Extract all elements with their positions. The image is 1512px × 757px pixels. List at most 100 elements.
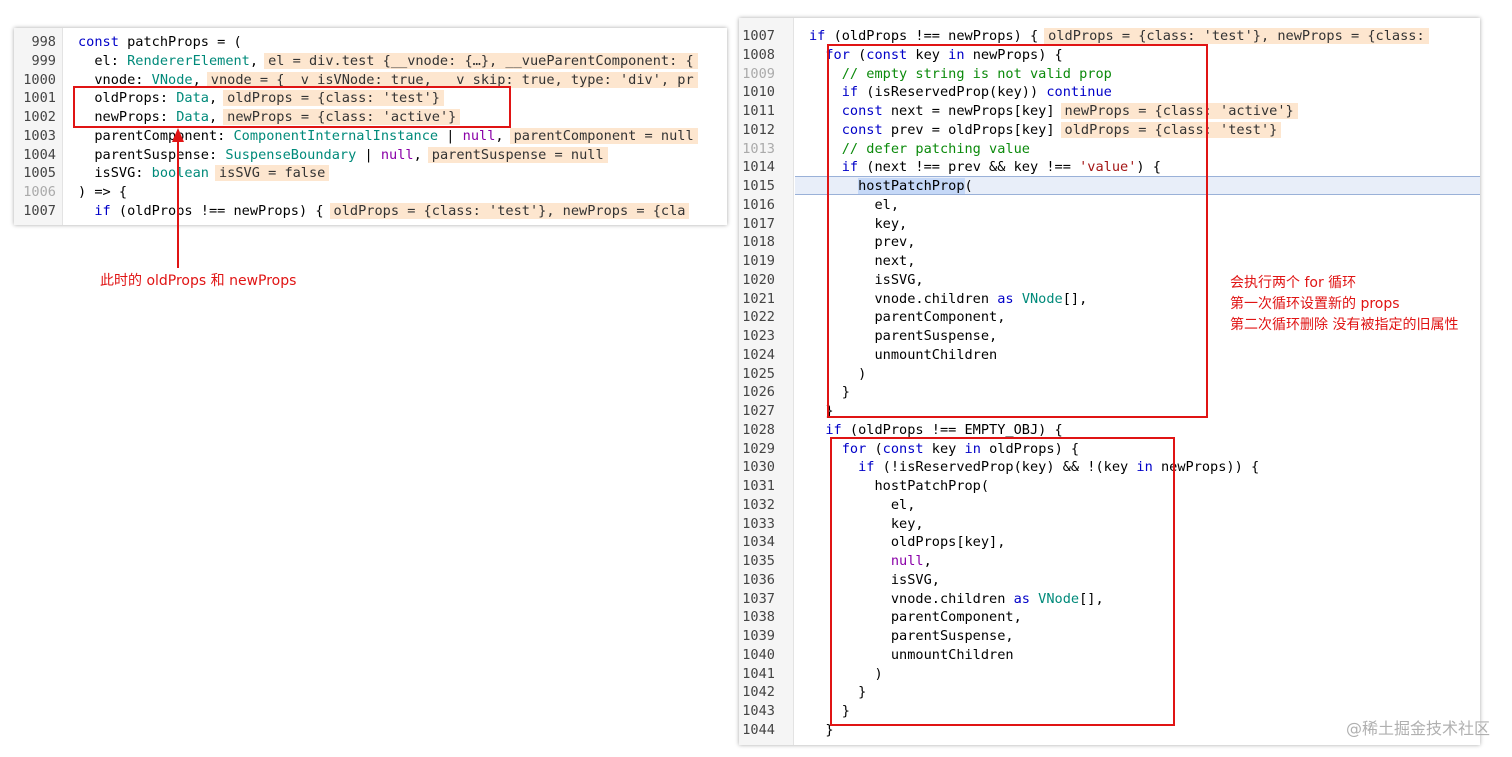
code-line: 1001 oldProps: Data,oldProps = {class: '…: [14, 89, 727, 108]
code-text[interactable]: parentSuspense,: [809, 627, 1014, 646]
code-text[interactable]: unmountChildren: [809, 646, 1014, 665]
code-text[interactable]: el: RendererElement,el = div.test {__vno…: [78, 52, 698, 71]
line-number[interactable]: 1023: [742, 328, 775, 344]
line-number[interactable]: 1028: [742, 421, 775, 438]
code-text[interactable]: null,: [809, 552, 932, 571]
line-number[interactable]: 1012: [742, 121, 775, 138]
line-number[interactable]: 1000: [23, 71, 56, 88]
code-text[interactable]: prev,: [809, 233, 915, 252]
line-number[interactable]: 1009: [742, 65, 775, 82]
line-number[interactable]: 1014: [742, 159, 775, 176]
code-text[interactable]: key,: [809, 215, 907, 234]
line-number[interactable]: 1026: [742, 384, 775, 401]
code-text[interactable]: if (next !== prev && key !== 'value') {: [809, 158, 1161, 177]
line-number[interactable]: 1017: [742, 215, 775, 232]
code-text[interactable]: parentComponent: ComponentInternalInstan…: [78, 127, 698, 146]
code-text[interactable]: for (const key in newProps) {: [809, 46, 1062, 65]
line-number[interactable]: 1041: [742, 665, 775, 682]
code-text[interactable]: parentSuspense: SuspenseBoundary | null,…: [78, 146, 608, 165]
code-text[interactable]: if (oldProps !== newProps) {oldProps = {…: [809, 27, 1429, 46]
code-text[interactable]: unmountChildren: [809, 346, 997, 365]
line-number[interactable]: 1003: [23, 127, 56, 144]
line-number[interactable]: 1004: [23, 146, 56, 163]
line-number[interactable]: 1005: [23, 165, 56, 182]
code-text[interactable]: }: [809, 383, 850, 402]
code-text[interactable]: isSVG,: [809, 571, 940, 590]
code-text[interactable]: if (oldProps !== newProps) {oldProps = {…: [78, 202, 690, 221]
code-line: 1026 }: [739, 383, 1480, 402]
line-number[interactable]: 1031: [742, 478, 775, 494]
code-text[interactable]: // defer patching value: [809, 140, 1030, 159]
line-number[interactable]: 1032: [742, 496, 775, 513]
line-number[interactable]: 1007: [742, 28, 775, 44]
line-number[interactable]: 1029: [742, 440, 775, 457]
line-number[interactable]: 1038: [742, 609, 775, 626]
code-text[interactable]: const next = newProps[key]newProps = {cl…: [809, 102, 1298, 121]
code-text[interactable]: hostPatchProp(: [809, 177, 973, 196]
code-text[interactable]: if (isReservedProp(key)) continue: [809, 83, 1112, 102]
code-text[interactable]: vnode.children as VNode[],: [809, 290, 1087, 309]
code-text[interactable]: parentComponent,: [809, 608, 1022, 627]
code-text[interactable]: isSVG,: [809, 271, 923, 290]
line-number[interactable]: 1007: [23, 202, 56, 219]
line-number[interactable]: 1043: [742, 703, 775, 719]
code-text[interactable]: if (oldProps !== EMPTY_OBJ) {: [809, 421, 1062, 440]
line-number[interactable]: 1030: [742, 459, 775, 476]
line-number[interactable]: 1044: [742, 721, 775, 738]
line-number[interactable]: 1039: [742, 628, 775, 644]
line-number[interactable]: 1002: [23, 109, 56, 125]
line-number[interactable]: 1036: [742, 571, 775, 588]
line-number[interactable]: 1020: [742, 271, 775, 288]
code-text[interactable]: parentComponent,: [809, 308, 1005, 327]
code-text[interactable]: // empty string is not valid prop: [809, 65, 1112, 84]
code-text[interactable]: vnode: VNode,vnode = {__v_isVNode: true,…: [78, 71, 698, 90]
code-text[interactable]: ) => {: [78, 183, 127, 202]
code-line: 1008 for (const key in newProps) {: [739, 46, 1480, 65]
line-number[interactable]: 1016: [742, 196, 775, 213]
code-text[interactable]: }: [809, 402, 833, 421]
line-number[interactable]: 1013: [742, 140, 775, 157]
code-text[interactable]: for (const key in oldProps) {: [809, 440, 1079, 459]
line-number[interactable]: 1040: [742, 646, 775, 663]
code-text[interactable]: parentSuspense,: [809, 327, 997, 346]
code-text[interactable]: const patchProps = (: [78, 33, 242, 52]
line-number[interactable]: 1022: [742, 309, 775, 326]
line-number[interactable]: 1033: [742, 515, 775, 532]
line-number[interactable]: 1019: [742, 253, 775, 269]
line-number[interactable]: 1011: [742, 103, 775, 119]
code-text[interactable]: key,: [809, 515, 924, 534]
code-text[interactable]: if (!isReservedProp(key) && !(key in new…: [809, 458, 1259, 477]
code-text[interactable]: }: [809, 683, 866, 702]
code-text[interactable]: next,: [809, 252, 915, 271]
line-number[interactable]: 1035: [742, 553, 775, 569]
line-number[interactable]: 999: [31, 52, 56, 69]
code-text[interactable]: el,: [809, 496, 916, 515]
code-text[interactable]: vnode.children as VNode[],: [809, 590, 1104, 609]
line-number[interactable]: 1010: [742, 84, 775, 101]
code-text[interactable]: newProps: Data,newProps = {class: 'activ…: [78, 108, 461, 127]
inline-debug-value: oldProps = {class: 'test'}, newProps = {…: [329, 202, 690, 219]
code-text[interactable]: ): [809, 665, 882, 684]
line-number[interactable]: 1027: [742, 403, 775, 419]
code-text[interactable]: oldProps[key],: [809, 533, 1006, 552]
line-number[interactable]: 1018: [742, 234, 775, 251]
code-text[interactable]: hostPatchProp(: [809, 477, 989, 496]
code-text[interactable]: }: [809, 721, 833, 740]
line-number[interactable]: 1015: [742, 178, 775, 194]
line-number[interactable]: 1024: [742, 346, 775, 363]
line-number[interactable]: 1021: [742, 290, 775, 307]
line-number[interactable]: 1037: [742, 590, 775, 607]
code-text[interactable]: ): [809, 365, 866, 384]
line-number[interactable]: 1025: [742, 365, 775, 382]
code-text[interactable]: oldProps: Data,oldProps = {class: 'test'…: [78, 89, 444, 108]
line-number[interactable]: 1042: [742, 684, 775, 701]
line-number[interactable]: 1034: [742, 534, 775, 551]
line-number[interactable]: 1008: [742, 46, 775, 63]
code-text[interactable]: el,: [809, 196, 899, 215]
code-text[interactable]: const prev = oldProps[key]oldProps = {cl…: [809, 121, 1282, 140]
line-number[interactable]: 1006: [23, 184, 56, 200]
line-number[interactable]: 998: [31, 34, 56, 50]
code-text[interactable]: }: [809, 702, 850, 721]
line-number[interactable]: 1001: [23, 90, 56, 107]
